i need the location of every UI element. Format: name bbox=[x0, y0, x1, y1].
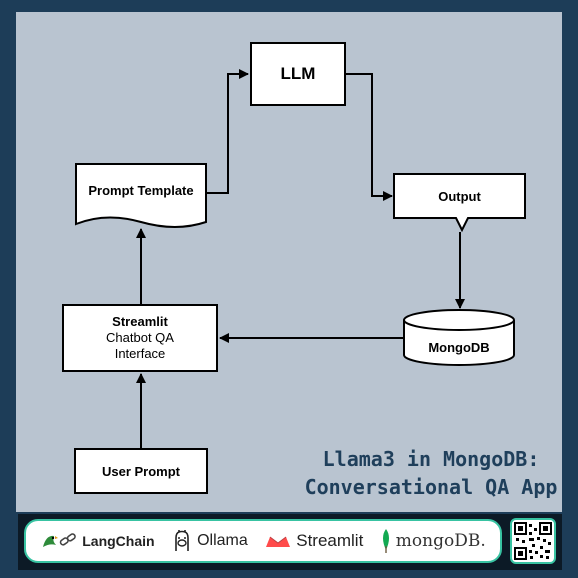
qr-code-icon bbox=[514, 522, 552, 560]
diagram-canvas: LLM Prompt Template Output Streamlit Cha… bbox=[16, 12, 562, 512]
mongodb-cylinder bbox=[403, 320, 515, 366]
diagram-title-line2: Conversational QA App bbox=[304, 475, 558, 499]
streamlit-node: Streamlit Chatbot QA Interface bbox=[62, 304, 218, 372]
output-node: Output bbox=[394, 174, 525, 218]
streamlit-label: Streamlit bbox=[296, 531, 364, 550]
langchain-logo: LangChain bbox=[40, 531, 155, 551]
arrow-template-to-llm bbox=[206, 69, 249, 194]
user-prompt-label: User Prompt bbox=[101, 463, 181, 479]
footer-bar: LangChain Ollama Streamlit mongoDB. bbox=[18, 514, 562, 570]
llama-icon bbox=[175, 530, 189, 551]
prompt-template-label: Prompt Template bbox=[88, 182, 194, 198]
leaf-icon bbox=[382, 529, 389, 553]
prompt-template-node: Prompt Template bbox=[76, 164, 206, 216]
mongodb-label: MongoDB bbox=[428, 339, 490, 355]
crown-icon bbox=[266, 536, 291, 547]
llm-node: LLM bbox=[250, 42, 346, 106]
llm-label: LLM bbox=[280, 64, 316, 83]
langchain-label: LangChain bbox=[82, 533, 155, 549]
parrot-link-icon bbox=[43, 533, 77, 547]
logo-strip: LangChain Ollama Streamlit mongoDB. bbox=[24, 519, 502, 563]
ollama-logo: Ollama bbox=[171, 529, 248, 553]
output-label: Output bbox=[438, 188, 481, 204]
streamlit-label-line2: Chatbot QA bbox=[106, 330, 174, 345]
ollama-label: Ollama bbox=[197, 532, 248, 549]
mongodb-brand-label: mongoDB. bbox=[395, 531, 486, 551]
streamlit-label-line3: Interface bbox=[114, 346, 166, 361]
arrow-llm-to-output bbox=[345, 73, 393, 201]
mongodb-cylinder-top bbox=[403, 309, 515, 331]
qr-code bbox=[510, 518, 556, 564]
prompt-template-shape bbox=[75, 163, 207, 228]
mongodb-node: MongoDB bbox=[404, 332, 514, 362]
streamlit-logo: Streamlit bbox=[264, 531, 363, 551]
user-prompt-node: User Prompt bbox=[74, 448, 208, 494]
output-shape bbox=[393, 173, 526, 233]
diagram-title-line1: Llama3 in MongoDB: bbox=[322, 447, 540, 471]
diagram-title: Llama3 in MongoDB: Conversational QA App bbox=[296, 445, 566, 501]
connector-layer bbox=[75, 69, 526, 448]
mongodb-logo: mongoDB. bbox=[380, 528, 486, 554]
streamlit-label-title: Streamlit bbox=[112, 314, 168, 329]
